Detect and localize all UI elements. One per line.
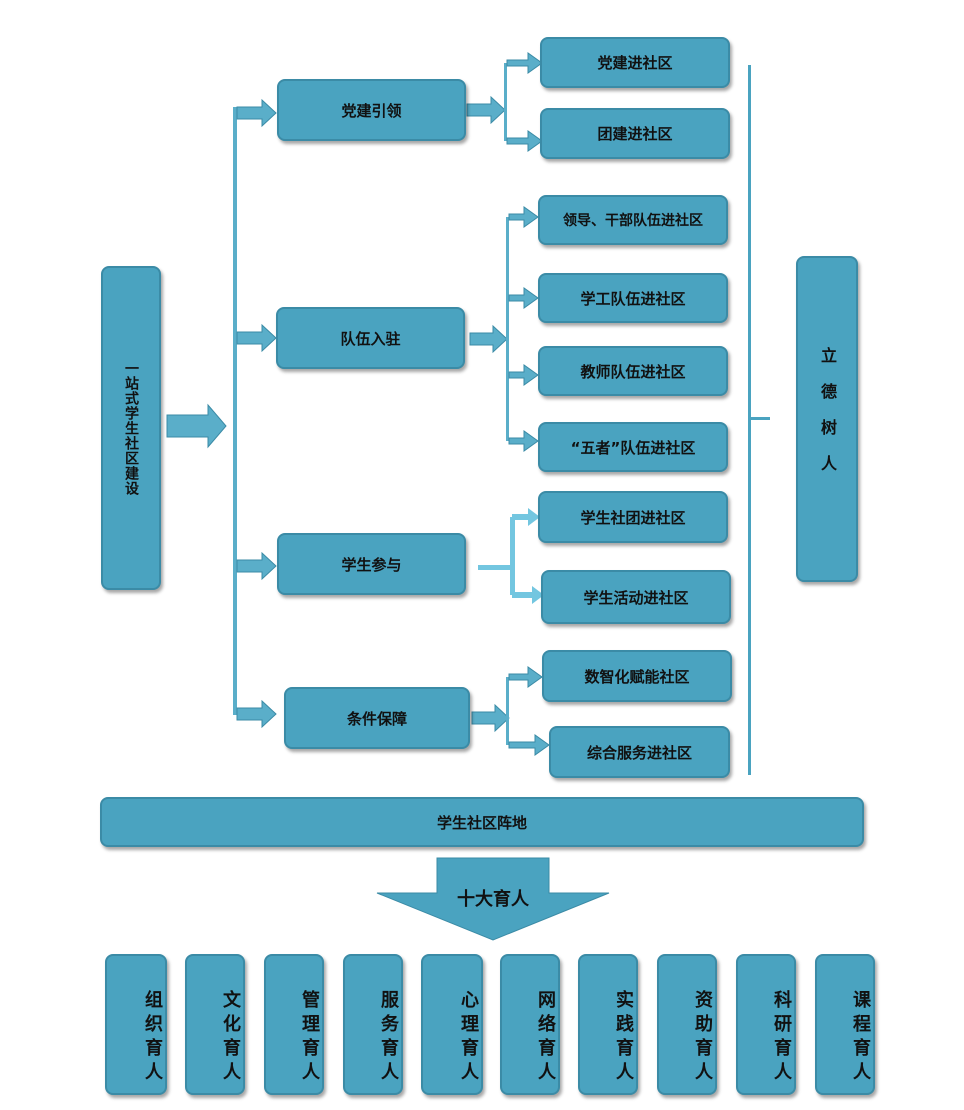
bottom-item-5: 心理育人 [421, 954, 483, 1095]
fork-line-1 [504, 63, 507, 141]
arrow-mid1-fork [466, 95, 506, 125]
arrow-to-mid-1 [236, 98, 277, 128]
left-box: 一站式学生社区建设 [101, 266, 161, 590]
arrow-leaf-6 [508, 430, 539, 452]
bottom-item-4: 服务育人 [343, 954, 403, 1095]
arrow-leaf-5 [508, 364, 539, 386]
mid-box-2: 队伍入驻 [276, 307, 465, 369]
fork-line-3 [510, 517, 515, 595]
spine-line [233, 107, 237, 715]
leaf-box-7: 学生社团进社区 [538, 491, 728, 543]
bottom-item-10: 课程育人 [815, 954, 875, 1095]
arrow-to-mid-3 [236, 551, 277, 581]
base-bar: 学生社区阵地 [100, 797, 864, 847]
arrow-to-mid-2 [236, 323, 277, 353]
leaf-box-2: 团建进社区 [540, 108, 730, 159]
mid-box-3: 学生参与 [277, 533, 466, 595]
leaf-box-1: 党建进社区 [540, 37, 730, 88]
arrow-leaf-8 [512, 586, 544, 604]
bottom-item-1: 组织育人 [105, 954, 167, 1095]
arrow-leaf-2 [506, 130, 543, 152]
arrow-mid4-fork [471, 703, 510, 733]
leaf-box-6: “五者”队伍进社区 [538, 422, 728, 472]
arrow-leaf-9 [508, 666, 543, 688]
arrow-leaf-10 [508, 734, 550, 756]
bottom-item-8: 资助育人 [657, 954, 717, 1095]
leaf-box-10: 综合服务进社区 [549, 726, 730, 778]
bottom-item-9: 科研育人 [736, 954, 796, 1095]
arrow-leaf-7 [512, 508, 540, 526]
arrow-mid2-fork [469, 324, 508, 354]
down-arrow-label: 十大育人 [457, 889, 529, 910]
bottom-item-7: 实践育人 [578, 954, 638, 1095]
down-arrow [376, 857, 610, 941]
arrow-to-mid-4 [236, 699, 277, 729]
leaf-box-5: 教师队伍进社区 [538, 346, 728, 396]
bottom-item-3: 管理育人 [264, 954, 324, 1095]
leaf-box-3: 领导、干部队伍进社区 [538, 195, 728, 245]
right-bracket-tick [748, 417, 770, 420]
arrow-leaf-3 [508, 206, 539, 228]
mid-box-1: 党建引领 [277, 79, 466, 141]
leaf-box-9: 数智化赋能社区 [542, 650, 732, 702]
main-arrow [166, 403, 227, 449]
arrow-mid3-fork [478, 565, 512, 570]
leaf-box-8: 学生活动进社区 [541, 570, 731, 624]
fork-line-2 [506, 217, 509, 441]
arrow-leaf-4 [508, 287, 539, 309]
leaf-box-4: 学工队伍进社区 [538, 273, 728, 323]
mid-box-4: 条件保障 [284, 687, 470, 749]
right-box: 立德树人 [796, 256, 858, 582]
arrow-leaf-1 [506, 52, 543, 74]
bottom-item-6: 网络育人 [500, 954, 560, 1095]
fork-line-4 [506, 677, 509, 745]
bottom-item-2: 文化育人 [185, 954, 245, 1095]
